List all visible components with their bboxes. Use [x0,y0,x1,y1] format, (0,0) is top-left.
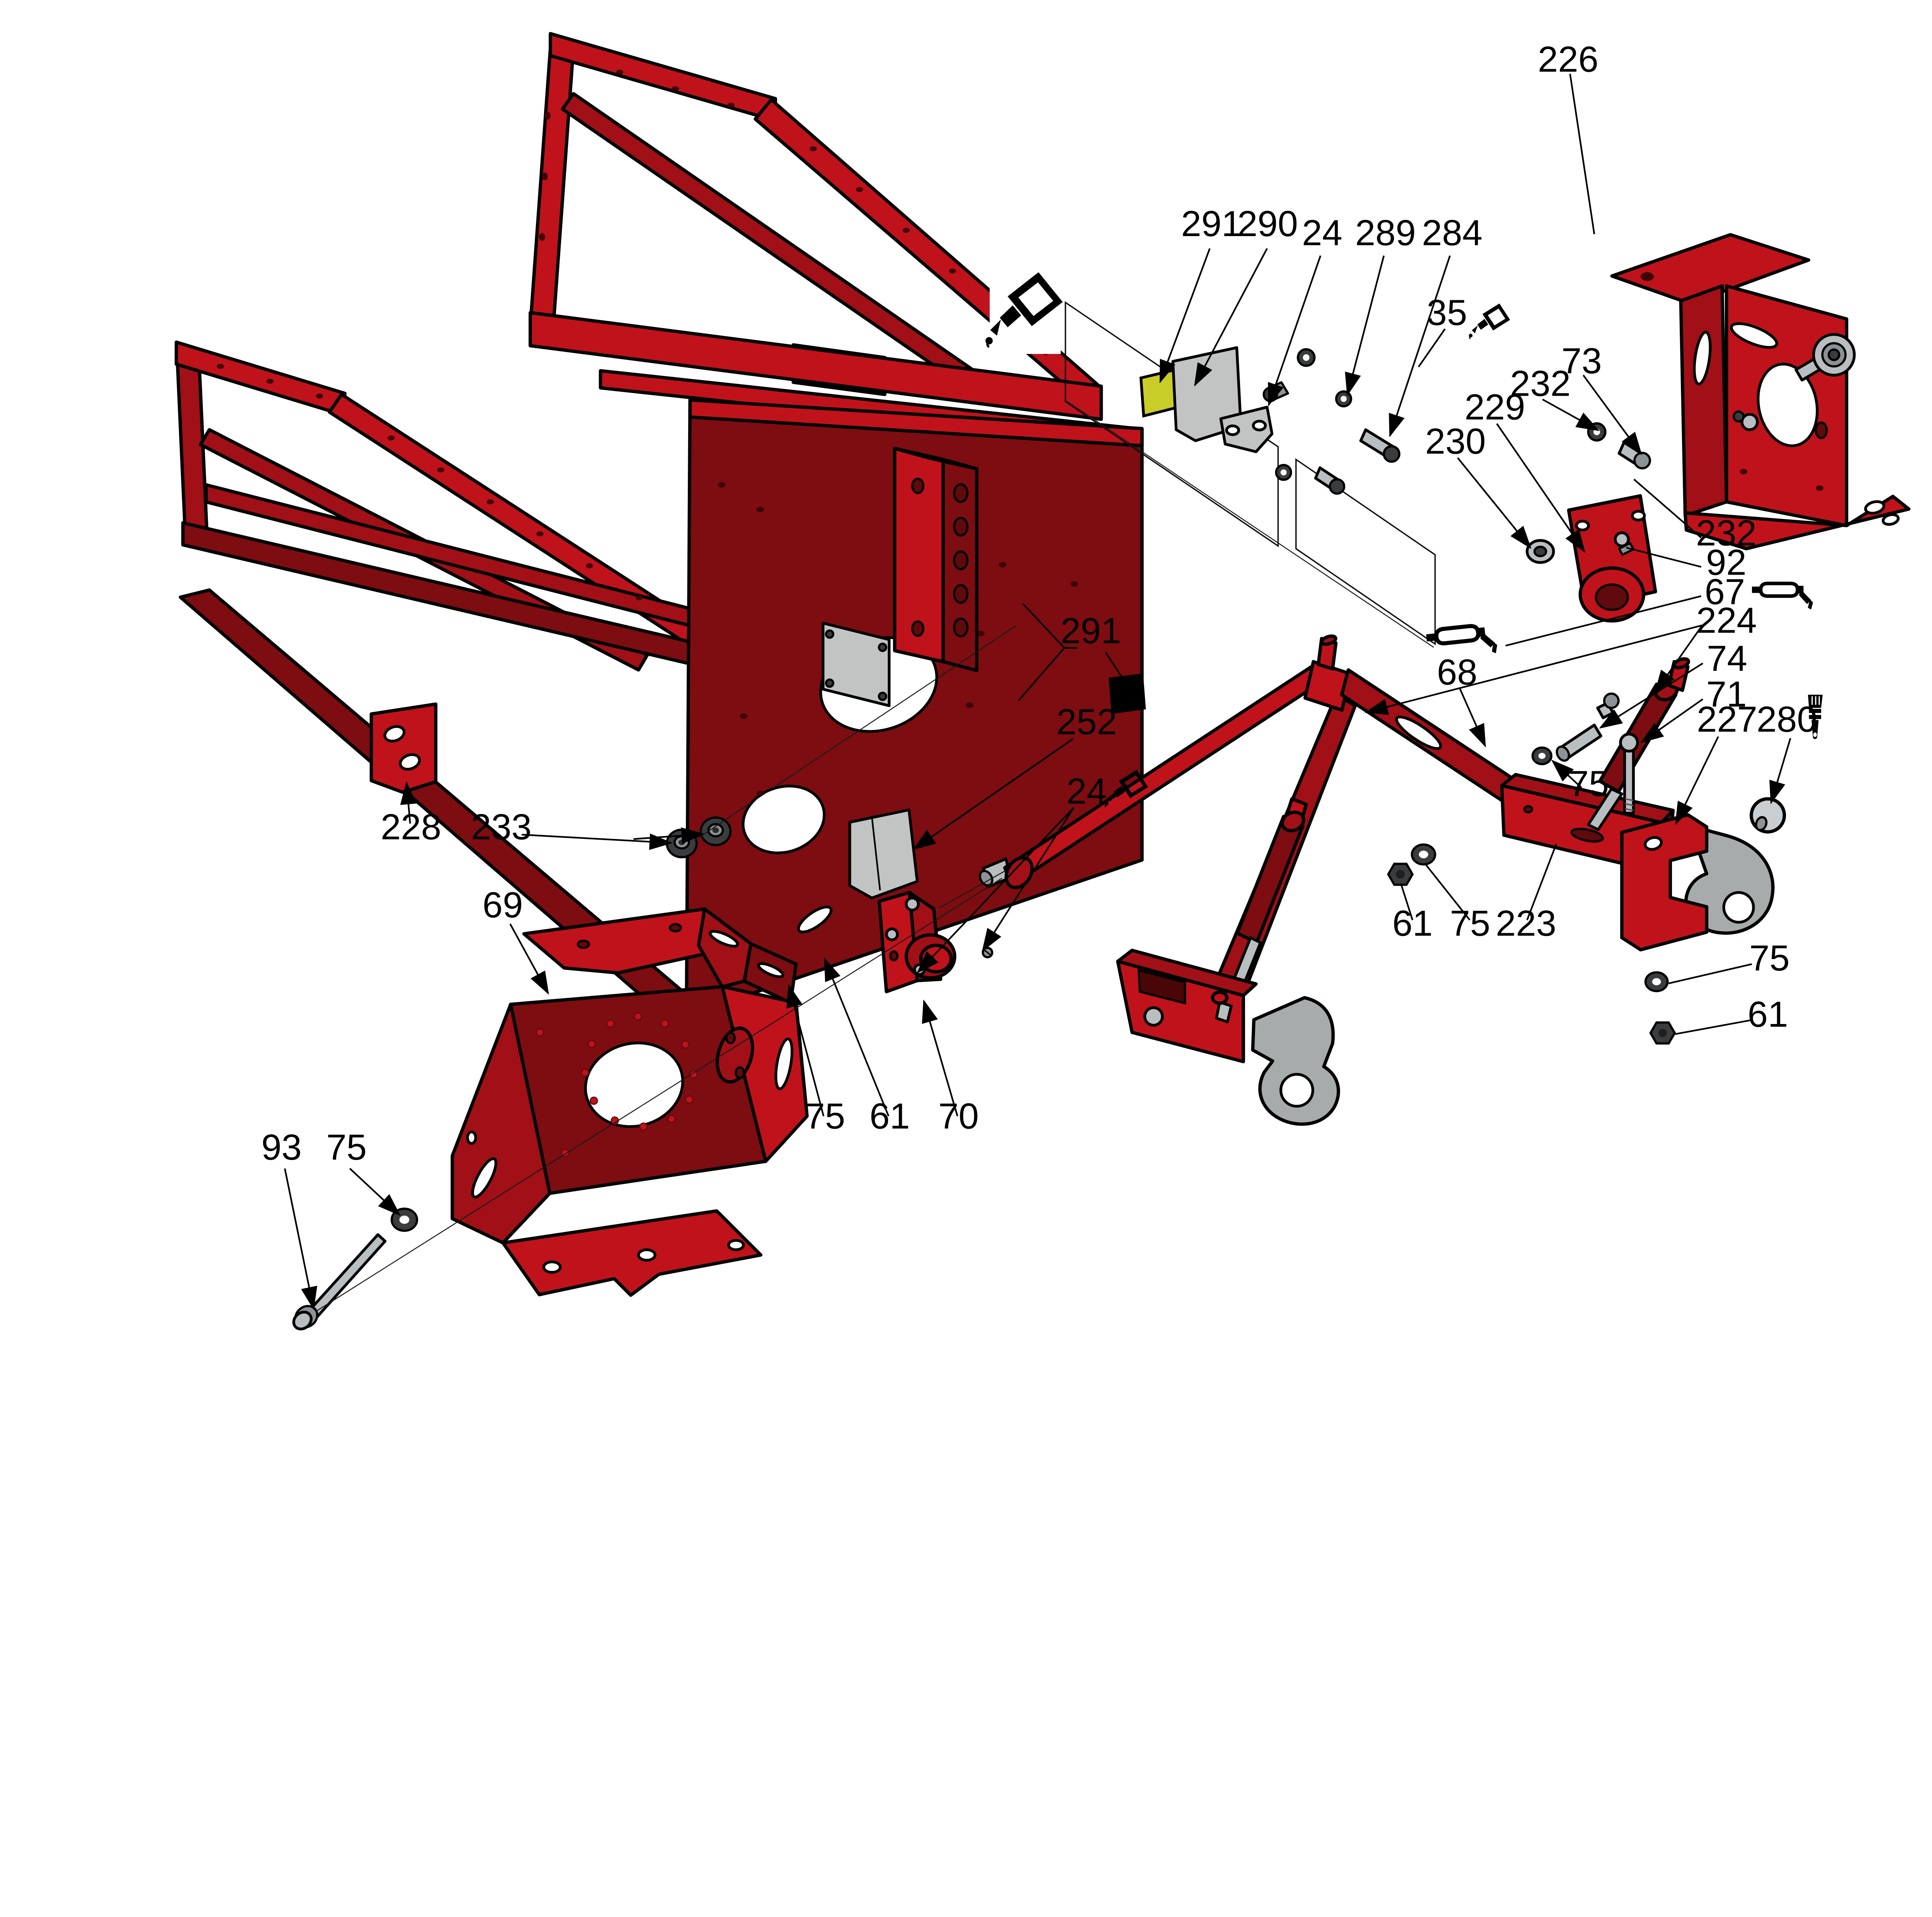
frame-foot-228 [369,702,438,794]
gray-mount-plate [821,621,891,707]
callout-68: 68 [1437,651,1478,692]
washer-75 [1411,843,1436,866]
callout-61b: 61 [1748,994,1788,1034]
outline-panel [1295,458,1436,646]
glue-bottle-35-icon [1468,300,1512,344]
callout-226: 226 [1538,39,1599,79]
callout-289: 289 [1355,212,1416,253]
callout-35: 35 [1427,292,1467,333]
callout-92: 92 [1706,542,1747,583]
washer-75 [1531,746,1553,765]
face-bolt [1740,413,1759,431]
nut-61 [1649,1021,1676,1045]
callout-69: 69 [483,885,523,925]
shim-hardware-group [1109,346,1401,714]
callout-75e: 75 [805,1096,845,1136]
callout-284: 284 [1422,212,1483,253]
callout-93: 93 [261,1127,302,1167]
callout-73: 73 [1561,340,1602,381]
leader-lines [284,73,1791,1310]
callout-61c: 61 [869,1096,910,1136]
callout-280: 280 [1757,699,1817,739]
grease-tool-67-icon [1752,583,1813,610]
flange-bolt [1614,531,1630,548]
callout-232b: 232 [1696,512,1757,553]
callout-252: 252 [1056,701,1117,742]
bracket-69 [451,907,809,1297]
hook-bracket-227 [1620,813,1709,952]
lower-link-hook [1251,996,1340,1126]
box-bolt [1143,1006,1164,1027]
callout-230: 230 [1425,421,1486,461]
bracket-226 [1610,233,1911,551]
link-strap-289 [1219,406,1274,453]
bushing-230 [1526,539,1555,564]
bolt-93-group [292,1208,418,1330]
callout-67: 67 [1705,571,1745,612]
callout-24a: 24 [1302,212,1342,253]
callout-labels: 226 291 290 24 289 284 35 73 232 229 230… [261,39,1817,1167]
nut-61 [1387,862,1414,886]
callout-227: 227 [1697,699,1757,739]
callout-291b: 291 [1060,611,1121,651]
black-strip-291 [1109,673,1146,714]
flange-bearing-229 [1526,422,1657,623]
bolt [1596,692,1620,720]
diagram-page: 226 291 290 24 289 284 35 73 232 229 230… [174,32,1911,1330]
callout-74: 74 [1707,638,1747,679]
callout-223: 223 [1496,903,1556,944]
exploded-view-canvas: 226 291 290 24 289 284 35 73 232 229 230… [174,32,1911,1330]
callout-70: 70 [938,1096,979,1136]
callout-290: 290 [1237,203,1298,244]
callout-291a: 291 [1181,203,1242,244]
callout-233: 233 [471,806,532,847]
callout-75b: 75 [1568,763,1609,804]
callout-61a: 61 [1392,903,1433,944]
center-lift-arm [979,634,1436,1126]
callout-232a: 232 [1510,363,1571,403]
right-arm-assembly [1340,657,1786,1045]
callout-75c: 75 [1749,937,1790,978]
callout-228: 228 [381,806,441,847]
washer-75 [1644,971,1669,992]
washer [1275,348,1352,481]
bolt-71 [1619,733,1639,815]
main-frame-weldment [174,32,1144,1045]
ball-280 [1750,797,1786,834]
callout-75a: 75 [1450,903,1490,944]
hitch-channel [893,447,979,672]
callout-75d: 75 [326,1127,367,1167]
callout-71: 71 [1706,674,1747,714]
callout-224: 224 [1696,600,1757,640]
callout-24b: 24 [1066,771,1107,811]
callout-229: 229 [1464,387,1525,427]
arm-apex [1303,660,1352,712]
